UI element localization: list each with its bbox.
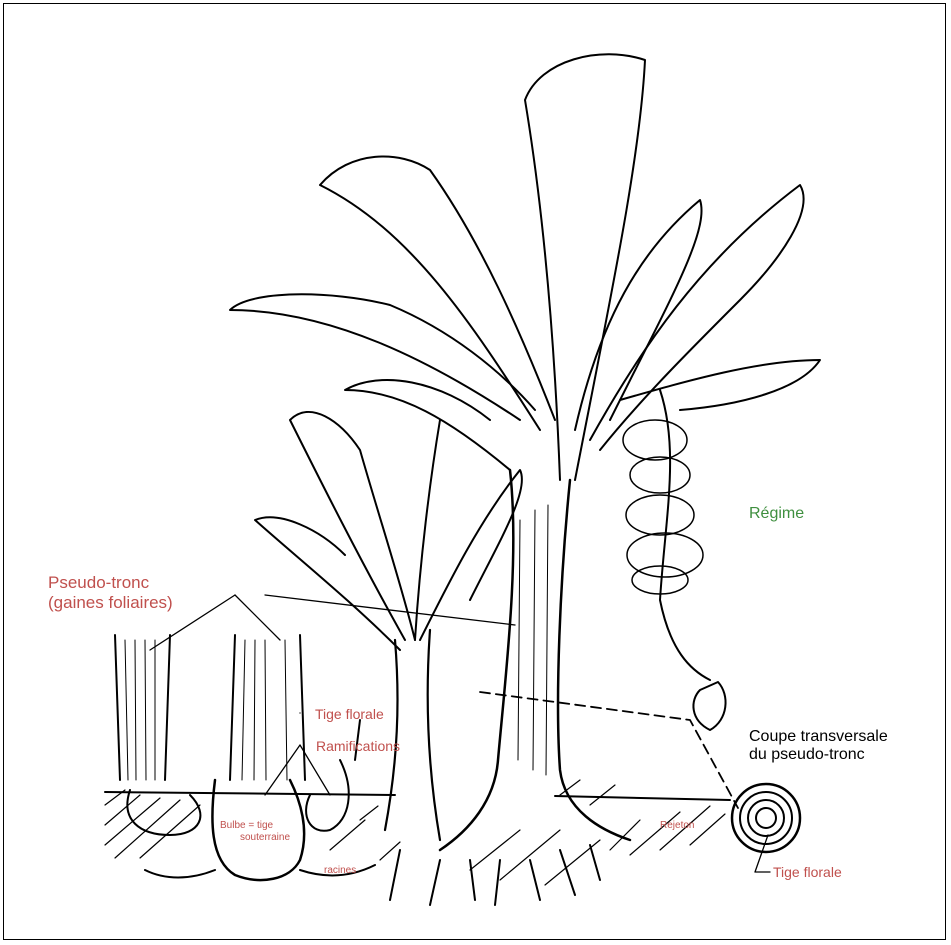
label-bulbe-line2: souterraine [220,832,290,844]
label-bulbe: Bulbe = tige souterraine [220,820,290,843]
ground-line-right [555,796,730,800]
label-tige-florale-coupe: Tige florale [773,864,842,880]
label-pseudo-tronc: Pseudo-tronc (gaines foliaires) [48,573,173,612]
label-bulbe-line1: Bulbe = tige [220,820,290,832]
label-coupe-line2: du pseudo-tronc [749,746,888,764]
ground-line-left [105,792,395,795]
soil-hatching [105,780,725,885]
leaf-right-low [620,360,820,410]
leaf-top [525,54,645,480]
label-regime: Régime [749,505,804,523]
leaf-mid-left [345,380,510,470]
leaf-left [230,294,535,420]
label-pseudo-tronc-line1: Pseudo-tronc [48,573,173,593]
roots [390,845,600,905]
leaf-right [590,185,804,450]
label-coupe-transversale: Coupe transversale du pseudo-tronc [749,728,888,765]
label-ramifications: Ramifications [316,738,400,754]
sucker-leaf-right [420,470,522,640]
label-coupe-line1: Coupe transversale [749,728,888,746]
cutaway-left [115,635,375,880]
label-pseudo-tronc-line2: (gaines foliaires) [48,593,173,613]
label-rejeton: Rejeton [660,820,694,832]
secondary-pseudo-trunk [385,630,440,840]
label-tige-florale: Tige florale [315,706,384,722]
sucker-leaf-low [255,517,400,650]
label-racines: racines [324,865,356,877]
banana-flower [693,682,725,730]
